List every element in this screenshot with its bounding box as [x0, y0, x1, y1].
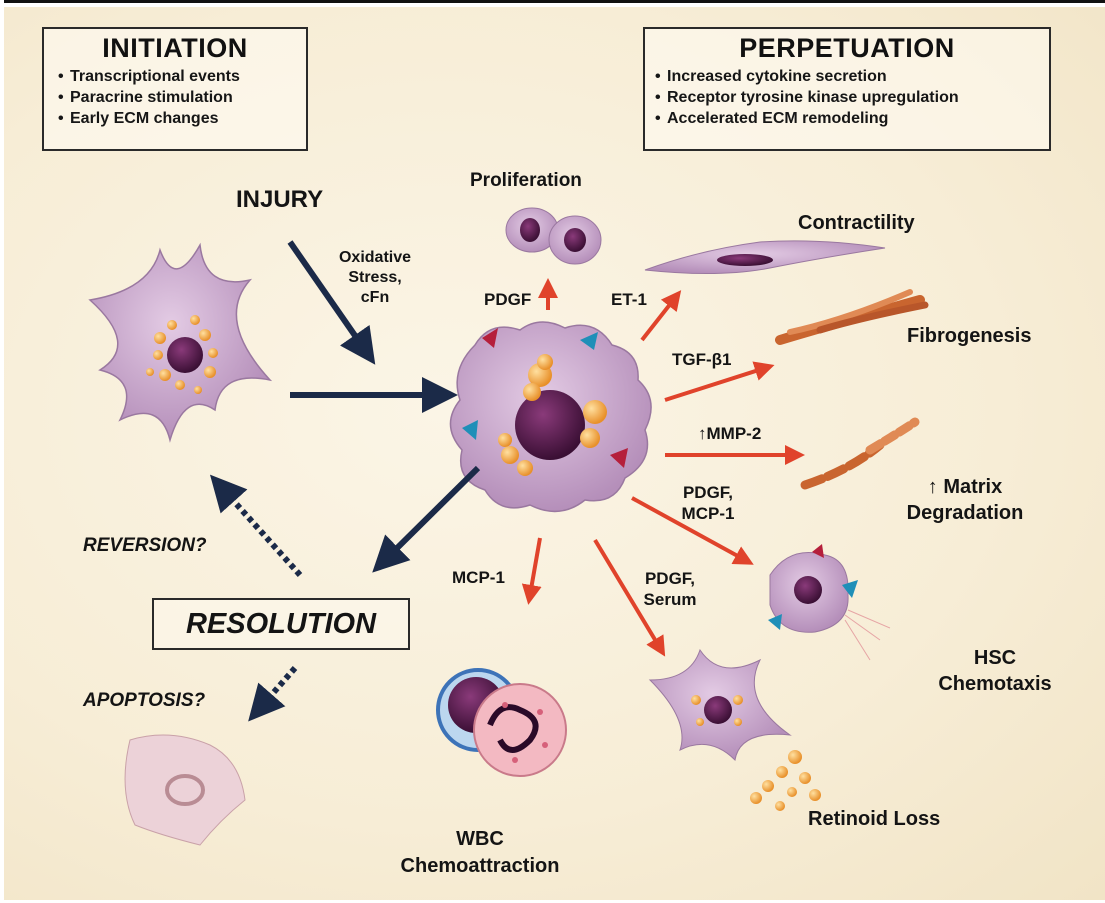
contractility-label: Contractility [798, 212, 915, 235]
proliferation-label: Proliferation [470, 170, 582, 192]
released-retinoid-droplets [750, 750, 821, 811]
perpetuation-title: PERPETUATION [645, 33, 1049, 64]
contractile-cell [645, 241, 885, 274]
white-blood-cells [438, 670, 566, 776]
migrating-stellate-cell [768, 544, 890, 660]
pdgf-proliferation-label: PDGF [484, 290, 531, 310]
contractility-arrow [642, 298, 675, 340]
oxidative-stress-label: Oxidative Stress, cFn [325, 248, 425, 308]
resolution-arrow [385, 468, 478, 560]
matrix-degradation-label: ↑ Matrix Degradation [860, 474, 1070, 526]
fibrogenesis-label: Fibrogenesis [907, 325, 1031, 348]
reversion-arrow [222, 488, 300, 575]
injury-label: INJURY [236, 186, 323, 214]
initiation-item-3: •Early ECM changes [58, 108, 306, 129]
collagen-fibrils [780, 292, 925, 340]
mmp2-label: ↑MMP-2 [698, 424, 761, 444]
wbc-chemoattraction-label: WBC Chemoattraction [395, 826, 565, 880]
reversion-label: REVERSION? [83, 535, 207, 557]
perpetuation-item-2: •Receptor tyrosine kinase upregulation [655, 87, 1049, 108]
proliferating-cells [506, 208, 601, 264]
activated-stellate-cell [450, 322, 651, 511]
perpetuation-item-3: •Accelerated ECM remodeling [655, 108, 1049, 129]
tgf-beta1-label: TGF-β1 [672, 350, 731, 370]
retinoid-loss-label: Retinoid Loss [808, 808, 940, 831]
perpetuation-item-1: •Increased cytokine secretion [655, 66, 1049, 87]
resolution-label: RESOLUTION [154, 600, 408, 648]
wbc-chemoattraction-arrow [530, 538, 540, 595]
apoptosis-label: APOPTOSIS? [83, 690, 205, 712]
initiation-title: INITIATION [44, 33, 306, 64]
pdgf-mcp1-label: PDGF, MCP-1 [668, 482, 748, 524]
apoptosis-arrow [260, 668, 295, 708]
hsc-chemotaxis-label: HSC Chemotaxis [925, 645, 1065, 697]
quiescent-stellate-cell [90, 245, 270, 440]
initiation-item-2: •Paracrine stimulation [58, 87, 306, 108]
apoptotic-cell [125, 735, 245, 845]
perpetuation-box: PERPETUATION •Increased cytokine secreti… [643, 27, 1051, 151]
initiation-box: INITIATION •Transcriptional events •Para… [42, 27, 308, 151]
retinoid-losing-cell [650, 650, 790, 760]
initiation-item-1: •Transcriptional events [58, 66, 306, 87]
pdgf-serum-label: PDGF, Serum [630, 568, 710, 610]
mcp1-label: MCP-1 [452, 568, 505, 588]
resolution-box: RESOLUTION [152, 598, 410, 650]
et1-label: ET-1 [611, 290, 647, 310]
fibrogenesis-arrow [665, 368, 765, 400]
